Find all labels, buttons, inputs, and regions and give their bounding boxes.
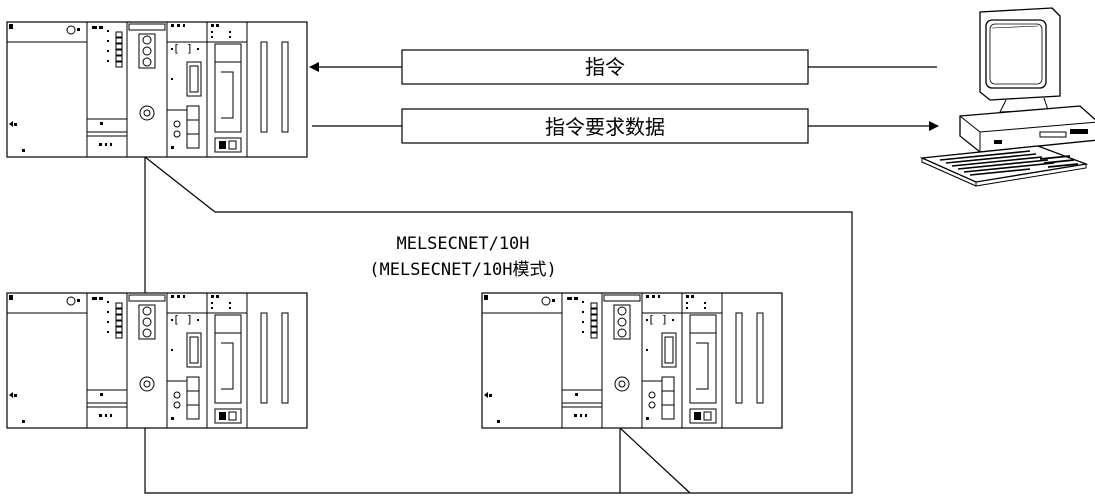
request-data-label: 指令要求数据 — [545, 115, 665, 139]
network-cable — [144, 156, 853, 494]
request-data-box — [401, 108, 809, 144]
plc-rack-top — [6, 21, 308, 158]
network-mode: (MELSECNET/10H模式) — [369, 260, 557, 280]
network-name: MELSECNET/10H — [396, 234, 529, 254]
personal-computer-icon — [921, 7, 1095, 187]
plc-rack-bottom-left — [6, 292, 308, 429]
command-box — [401, 49, 809, 85]
plc-rack-bottom-right — [481, 292, 783, 429]
command-label: 指令 — [585, 55, 625, 79]
